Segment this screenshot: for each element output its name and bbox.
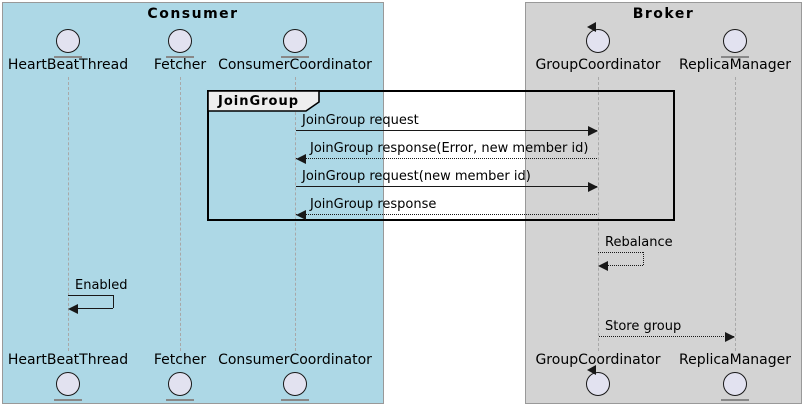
lifeline-groupcoordinator [598, 77, 599, 351]
lifeline-heartbeatthread [68, 77, 69, 351]
participant-label-bottom: Fetcher [153, 352, 207, 368]
message-label: Rebalance [605, 235, 673, 250]
arrowhead-right-icon [588, 182, 598, 192]
entity-icon [56, 372, 80, 396]
self-message-line [68, 295, 113, 296]
lifeline-fetcher [180, 77, 181, 351]
control-icon [586, 372, 610, 396]
lifeline-consumercoordinator [295, 77, 296, 351]
arrowhead-right-icon [725, 332, 735, 342]
arrowhead-left-icon [68, 304, 78, 314]
box-broker [525, 2, 802, 404]
message-line [296, 158, 597, 159]
message-label: Store group [605, 319, 682, 334]
frame-tab-pentagon-icon [207, 90, 320, 112]
message-line [599, 336, 734, 337]
control-icon [586, 29, 610, 53]
arrowhead-right-icon [588, 126, 598, 136]
entity-icon [56, 29, 80, 53]
frame-label: JoinGroup [218, 94, 300, 109]
self-message-line [77, 308, 113, 309]
arrowhead-left-icon [598, 261, 608, 271]
message-label: JoinGroup request [302, 113, 419, 128]
box-title-consumer: Consumer [147, 6, 239, 22]
entity-underline-icon [281, 56, 309, 58]
entity-underline-icon [281, 399, 309, 401]
participant-label-top: ConsumerCoordinator [218, 57, 372, 73]
self-message-line [607, 265, 643, 266]
participant-label-bottom: ReplicaManager [678, 352, 792, 368]
participant-label-top: Fetcher [153, 57, 207, 73]
entity-icon [283, 372, 307, 396]
participant-label-top: GroupCoordinator [535, 57, 661, 73]
entity-underline-icon [54, 399, 82, 401]
entity-underline-icon [721, 56, 749, 58]
arrowhead-left-icon [296, 210, 306, 220]
control-arrow-icon [587, 365, 596, 375]
entity-underline-icon [166, 399, 194, 401]
entity-underline-icon [54, 56, 82, 58]
joingroup-frame: JoinGroup [207, 90, 675, 221]
control-arrow-icon [587, 22, 596, 32]
arrowhead-left-icon [296, 154, 306, 164]
entity-underline-icon [166, 56, 194, 58]
participant-label-bottom: GroupCoordinator [535, 352, 661, 368]
entity-icon [283, 29, 307, 53]
message-line [296, 130, 597, 131]
message-label: JoinGroup response [310, 197, 437, 212]
participant-label-top: ReplicaManager [678, 57, 792, 73]
message-label: Enabled [75, 278, 128, 293]
entity-icon [723, 372, 747, 396]
message-line [296, 214, 597, 215]
message-line [296, 186, 597, 187]
entity-icon [723, 29, 747, 53]
message-label: JoinGroup response(Error, new member id) [310, 141, 589, 156]
box-title-broker: Broker [632, 6, 695, 22]
self-message-line [643, 252, 644, 265]
self-message-line [598, 252, 643, 253]
self-message-line [113, 295, 114, 308]
entity-icon [168, 29, 192, 53]
lifeline-replicamanager [735, 77, 736, 351]
message-label: JoinGroup request(new member id) [302, 169, 531, 184]
entity-underline-icon [721, 399, 749, 401]
entity-icon [168, 372, 192, 396]
participant-label-bottom: HeartBeatThread [7, 352, 129, 368]
participant-label-bottom: ConsumerCoordinator [218, 352, 372, 368]
box-consumer [2, 2, 384, 404]
participant-label-top: HeartBeatThread [7, 57, 129, 73]
